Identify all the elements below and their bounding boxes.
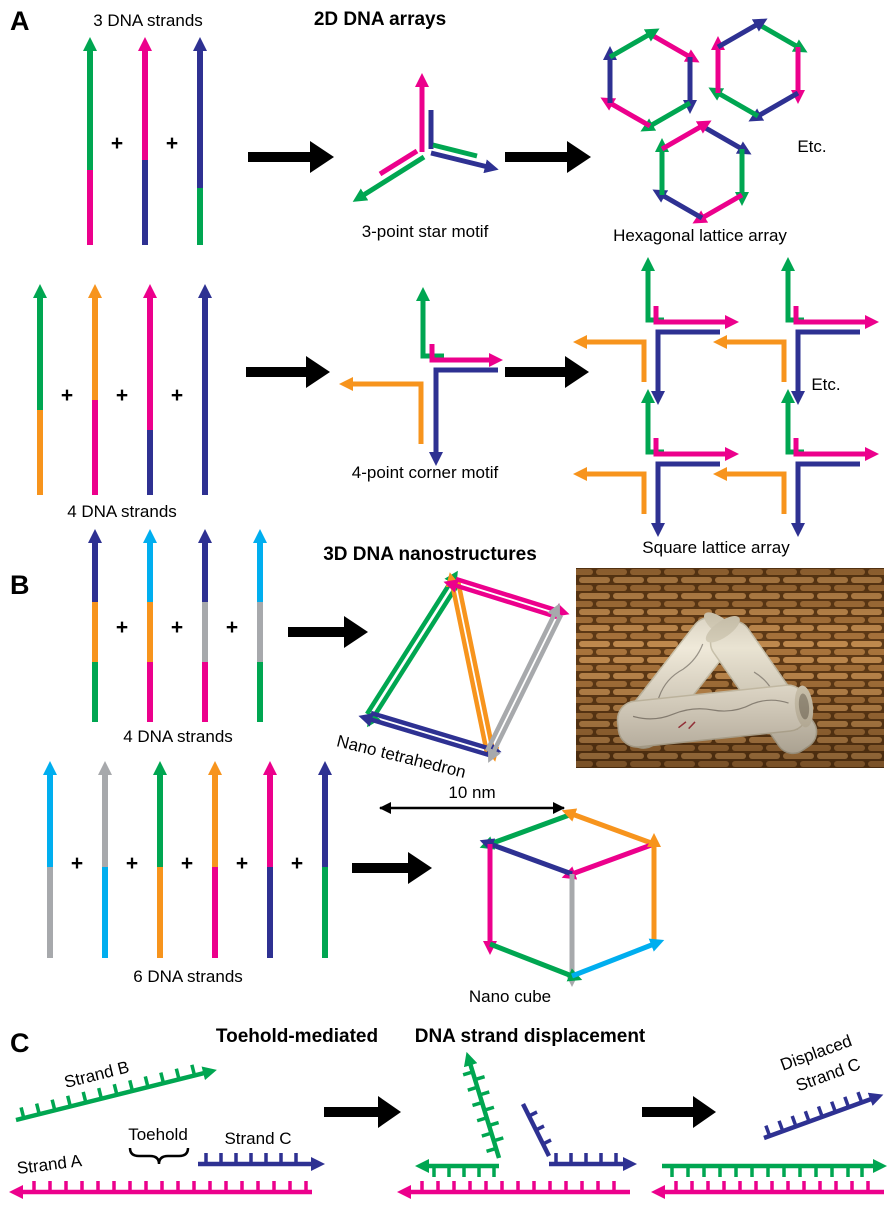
panel-a: A 3 DNA strands 2D DNA arrays + + 3-po xyxy=(10,6,879,557)
plus-sign: + xyxy=(171,616,183,639)
panel-a-letter: A xyxy=(10,6,30,36)
reaction-arrow xyxy=(642,1096,716,1128)
tetrahedron-diagram xyxy=(358,570,570,763)
cube-label: Nano cube xyxy=(469,987,551,1006)
strand-a-comb xyxy=(9,1181,312,1199)
panel-c-title-right: DNA strand displacement xyxy=(415,1026,646,1047)
hexagonal-lattice xyxy=(600,18,808,224)
reaction-arrow xyxy=(505,141,591,173)
strand-c-label: Strand C xyxy=(224,1129,291,1148)
cube-diagram xyxy=(479,808,665,987)
reaction-arrow xyxy=(505,356,589,388)
panel-c: C Toehold-mediated DNA strand displaceme… xyxy=(9,1026,887,1199)
plus-sign: + xyxy=(61,384,73,407)
plus-sign: + xyxy=(291,852,303,875)
strand-b-label: Strand B xyxy=(62,1057,131,1091)
plus-sign: + xyxy=(171,384,183,407)
strand-b-comb xyxy=(15,1064,217,1123)
panel-a-row1-strands-label: 3 DNA strands xyxy=(93,11,203,30)
plus-sign: + xyxy=(181,852,193,875)
hexagonal-array-label: Hexagonal lattice array xyxy=(613,226,787,245)
square-lattice xyxy=(573,257,879,537)
reaction-arrow xyxy=(352,852,432,884)
etc-label: Etc. xyxy=(811,375,840,394)
displaced-strand-c-comb xyxy=(763,1091,884,1141)
reaction-arrow xyxy=(248,141,334,173)
four-point-corner-motif xyxy=(339,287,503,466)
tetrahedron-label: Nano tetrahedron xyxy=(335,731,468,781)
panel-a-title: 2D DNA arrays xyxy=(314,9,446,30)
reaction-arrow xyxy=(246,356,330,388)
etc-label: Etc. xyxy=(797,137,826,156)
plus-sign: + xyxy=(71,852,83,875)
panel-a-row2-strands-label: 4 DNA strands xyxy=(67,502,177,521)
panel-b: B 3D DNA nanostructures + + + 4 DNA stra… xyxy=(10,529,884,1006)
corner-motif-label: 4-point corner motif xyxy=(352,463,499,482)
toehold-brace xyxy=(128,1147,190,1165)
toehold-label: Toehold xyxy=(128,1125,188,1144)
scale-bar: 10 nm xyxy=(379,783,565,814)
plus-sign: + xyxy=(236,852,248,875)
panel-b-row1-strands-label: 4 DNA strands xyxy=(123,727,233,746)
scale-label: 10 nm xyxy=(448,783,495,802)
reaction-arrow xyxy=(288,616,368,648)
photo-shading xyxy=(576,568,884,768)
square-array-label: Square lattice array xyxy=(642,538,790,557)
reaction-arrow xyxy=(324,1096,401,1128)
plus-sign: + xyxy=(166,132,178,155)
product-duplex xyxy=(651,1159,887,1199)
plus-sign: + xyxy=(116,616,128,639)
plus-sign: + xyxy=(226,616,238,639)
strand-a-label: Strand A xyxy=(16,1151,84,1178)
three-point-star-motif xyxy=(352,73,499,202)
paper-tube-photo xyxy=(576,568,884,768)
panel-c-title-left: Toehold-mediated xyxy=(216,1026,378,1047)
plus-sign: + xyxy=(126,852,138,875)
panel-b-title: 3D DNA nanostructures xyxy=(323,544,537,565)
star-motif-label: 3-point star motif xyxy=(362,222,489,241)
strand-c-comb xyxy=(198,1153,325,1171)
plus-sign: + xyxy=(116,384,128,407)
plus-sign: + xyxy=(111,132,123,155)
panel-c-letter: C xyxy=(10,1028,30,1058)
panel-b-letter: B xyxy=(10,570,30,600)
panel-b-row2-strands-label: 6 DNA strands xyxy=(133,967,243,986)
intermediate-complex xyxy=(397,1051,637,1199)
